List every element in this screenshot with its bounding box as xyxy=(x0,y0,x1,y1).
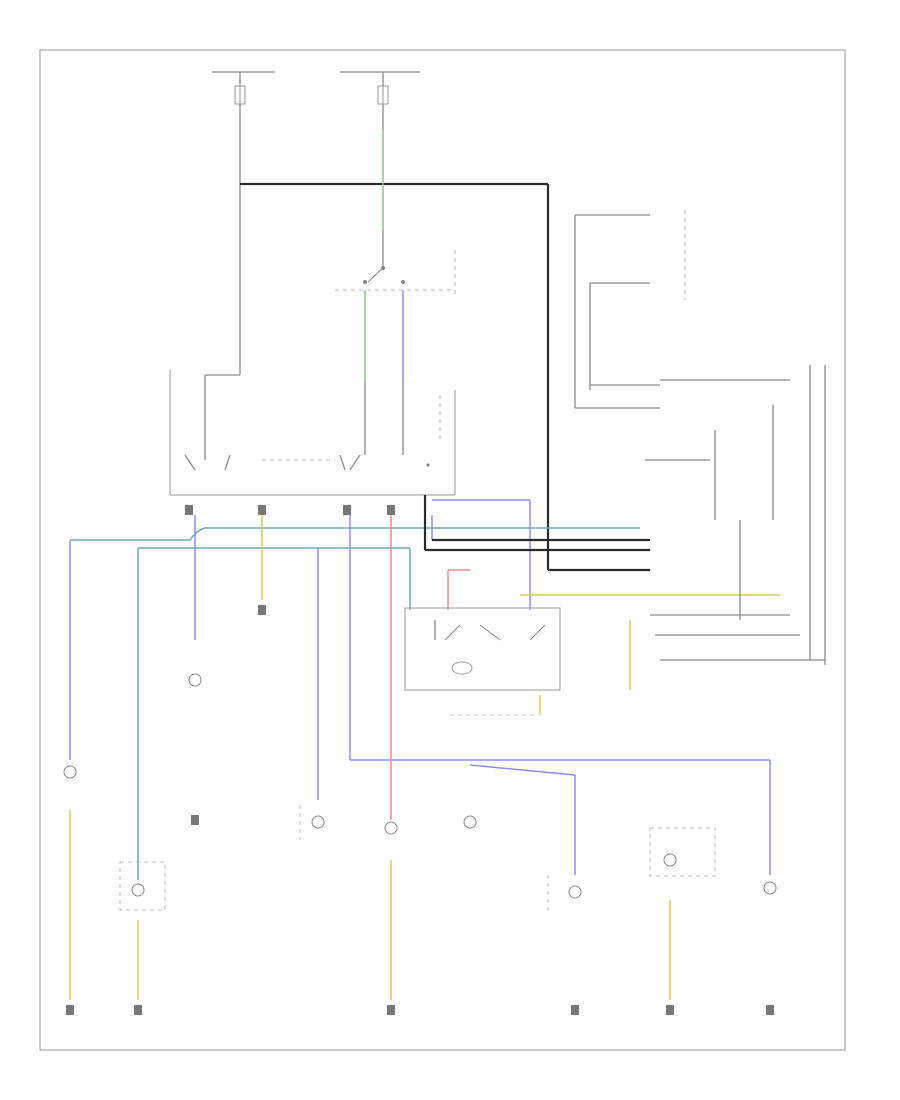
lamp-indicator xyxy=(311,815,325,829)
green-feed-wire xyxy=(364,130,404,380)
lamp-left-turn xyxy=(188,673,202,687)
flasher-relay xyxy=(404,607,561,691)
black-harness xyxy=(423,495,650,552)
lamp-left-front-side xyxy=(63,765,77,779)
teal-bus xyxy=(69,527,640,880)
right-harness xyxy=(574,210,826,665)
lamp-right-headlight xyxy=(663,853,677,867)
red-wire xyxy=(390,515,470,820)
lamp-center xyxy=(384,821,398,835)
lamp-right-side xyxy=(763,881,777,895)
ground-points xyxy=(66,605,774,1015)
power-bus xyxy=(212,71,650,572)
lamp-housings xyxy=(119,805,716,915)
control-module xyxy=(169,370,456,496)
lamp-sockets xyxy=(63,673,777,899)
module-connectors xyxy=(185,505,395,515)
yellow-wires xyxy=(69,515,780,1000)
fuse-left xyxy=(234,85,246,105)
lamp-right-front xyxy=(463,815,477,829)
combination-switch xyxy=(335,250,456,295)
lamp-left-headlight xyxy=(131,883,145,897)
lamp-right-turn xyxy=(568,885,582,899)
fuse-right xyxy=(377,85,389,105)
diagram-frame xyxy=(39,49,846,1051)
blue-wires xyxy=(194,499,771,875)
